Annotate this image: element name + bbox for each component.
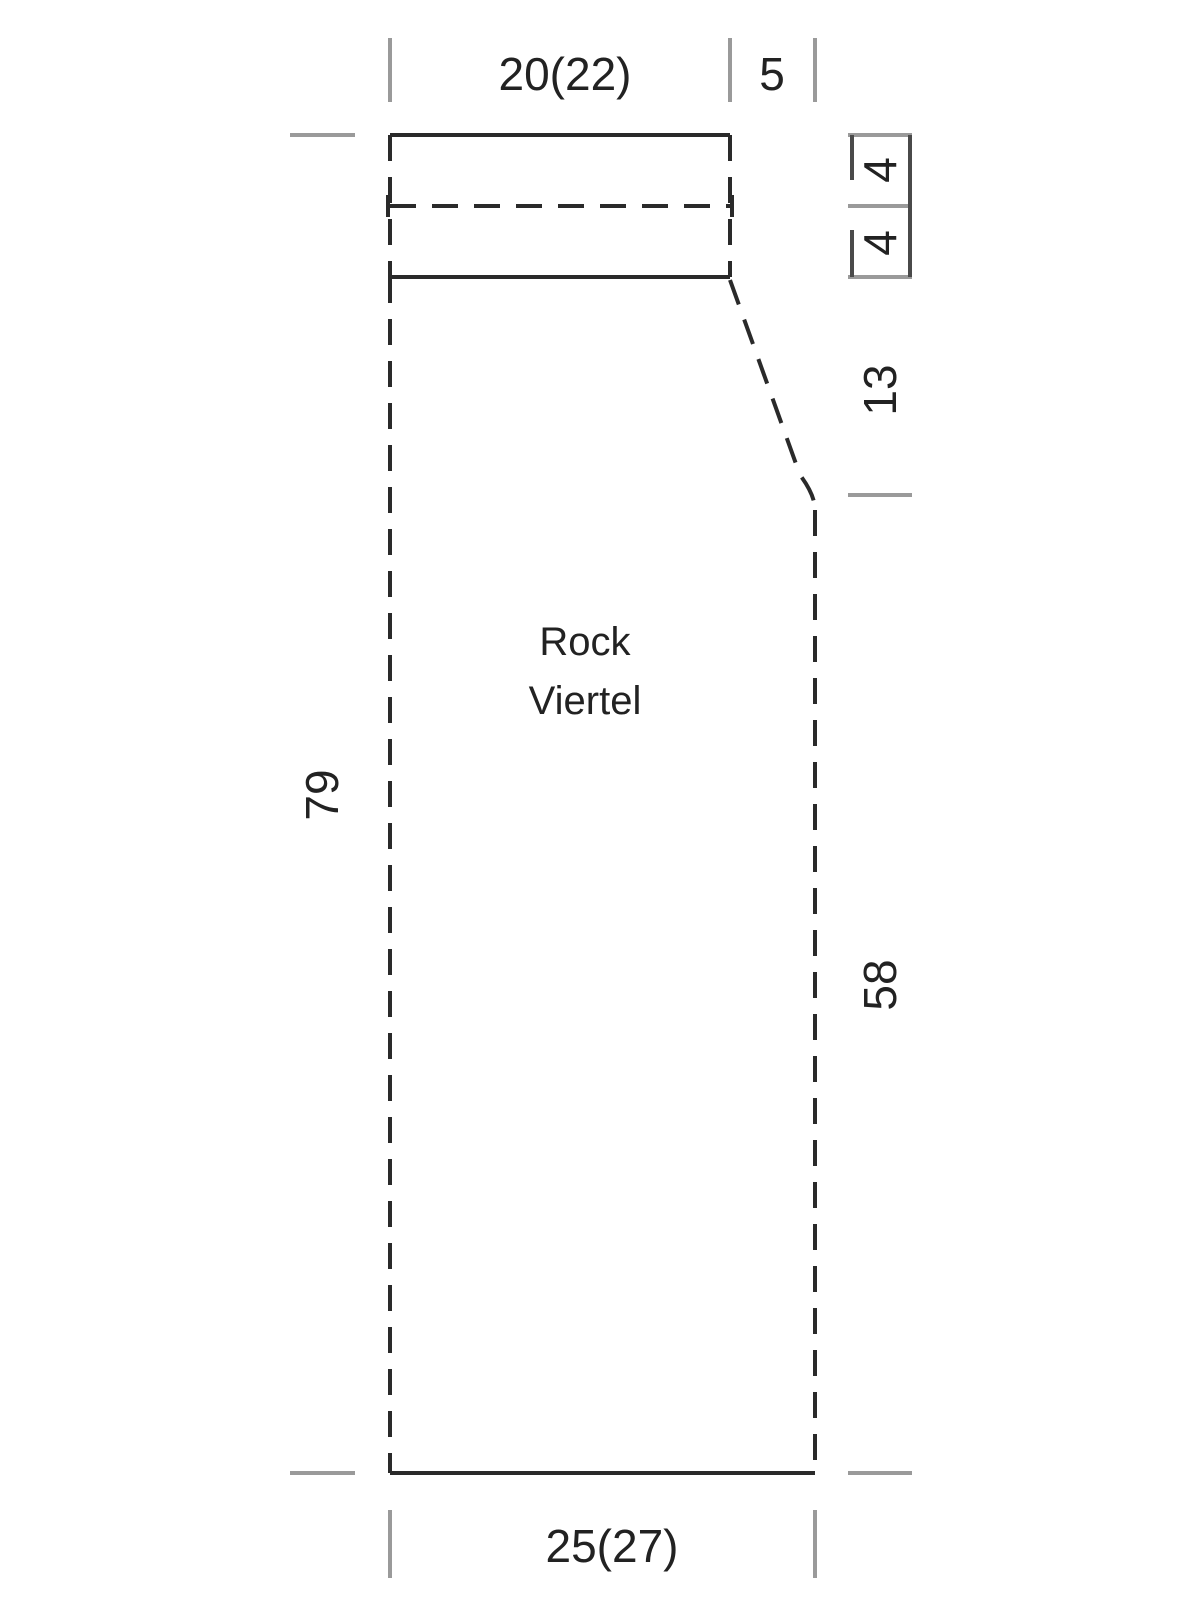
total-length-label: 79 — [296, 769, 348, 820]
bottom-width-label: 25(27) — [546, 1520, 679, 1572]
waistband-upper-label: 4 — [854, 157, 906, 183]
waistband-lower-label: 4 — [854, 230, 906, 256]
side-length-label: 58 — [854, 959, 906, 1010]
top-extension-label: 5 — [759, 48, 785, 100]
piece-title-line2: Viertel — [529, 679, 642, 723]
top-width-label: 20(22) — [499, 48, 632, 100]
hip-shaping-edge — [728, 279, 817, 511]
hip-shaping-label: 13 — [854, 364, 906, 415]
piece-title-line1: Rock — [539, 620, 631, 664]
